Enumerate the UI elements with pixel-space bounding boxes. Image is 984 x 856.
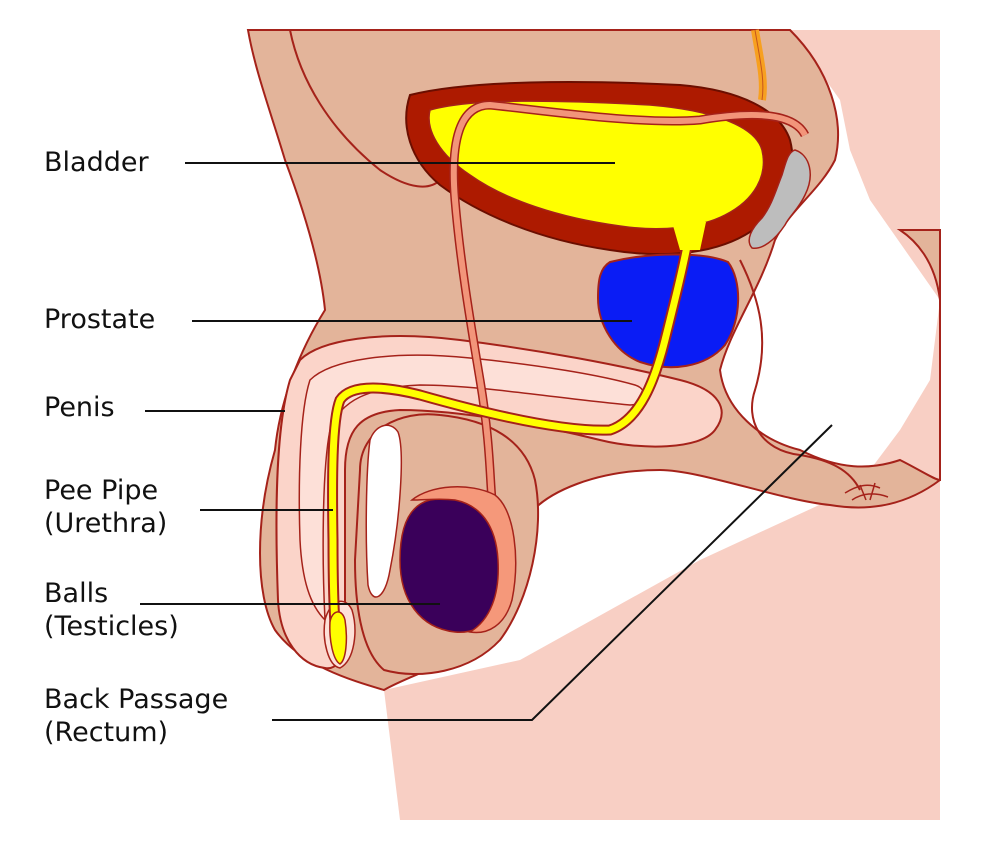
label-penis: Penis bbox=[44, 391, 115, 424]
label-urethra: Pee Pipe (Urethra) bbox=[44, 474, 167, 540]
label-rectum-line1: Back Passage bbox=[44, 683, 228, 716]
label-urethra-line1: Pee Pipe bbox=[44, 474, 167, 507]
label-prostate-text: Prostate bbox=[44, 303, 155, 336]
label-testicles-line2: (Testicles) bbox=[44, 610, 179, 643]
label-urethra-line2: (Urethra) bbox=[44, 507, 167, 540]
label-penis-text: Penis bbox=[44, 391, 115, 424]
label-rectum-line2: (Rectum) bbox=[44, 716, 228, 749]
label-bladder-text: Bladder bbox=[44, 146, 149, 179]
label-testicles: Balls (Testicles) bbox=[44, 577, 179, 643]
label-testicles-line1: Balls bbox=[44, 577, 179, 610]
label-prostate: Prostate bbox=[44, 303, 155, 336]
label-rectum: Back Passage (Rectum) bbox=[44, 683, 228, 749]
label-bladder: Bladder bbox=[44, 146, 149, 179]
